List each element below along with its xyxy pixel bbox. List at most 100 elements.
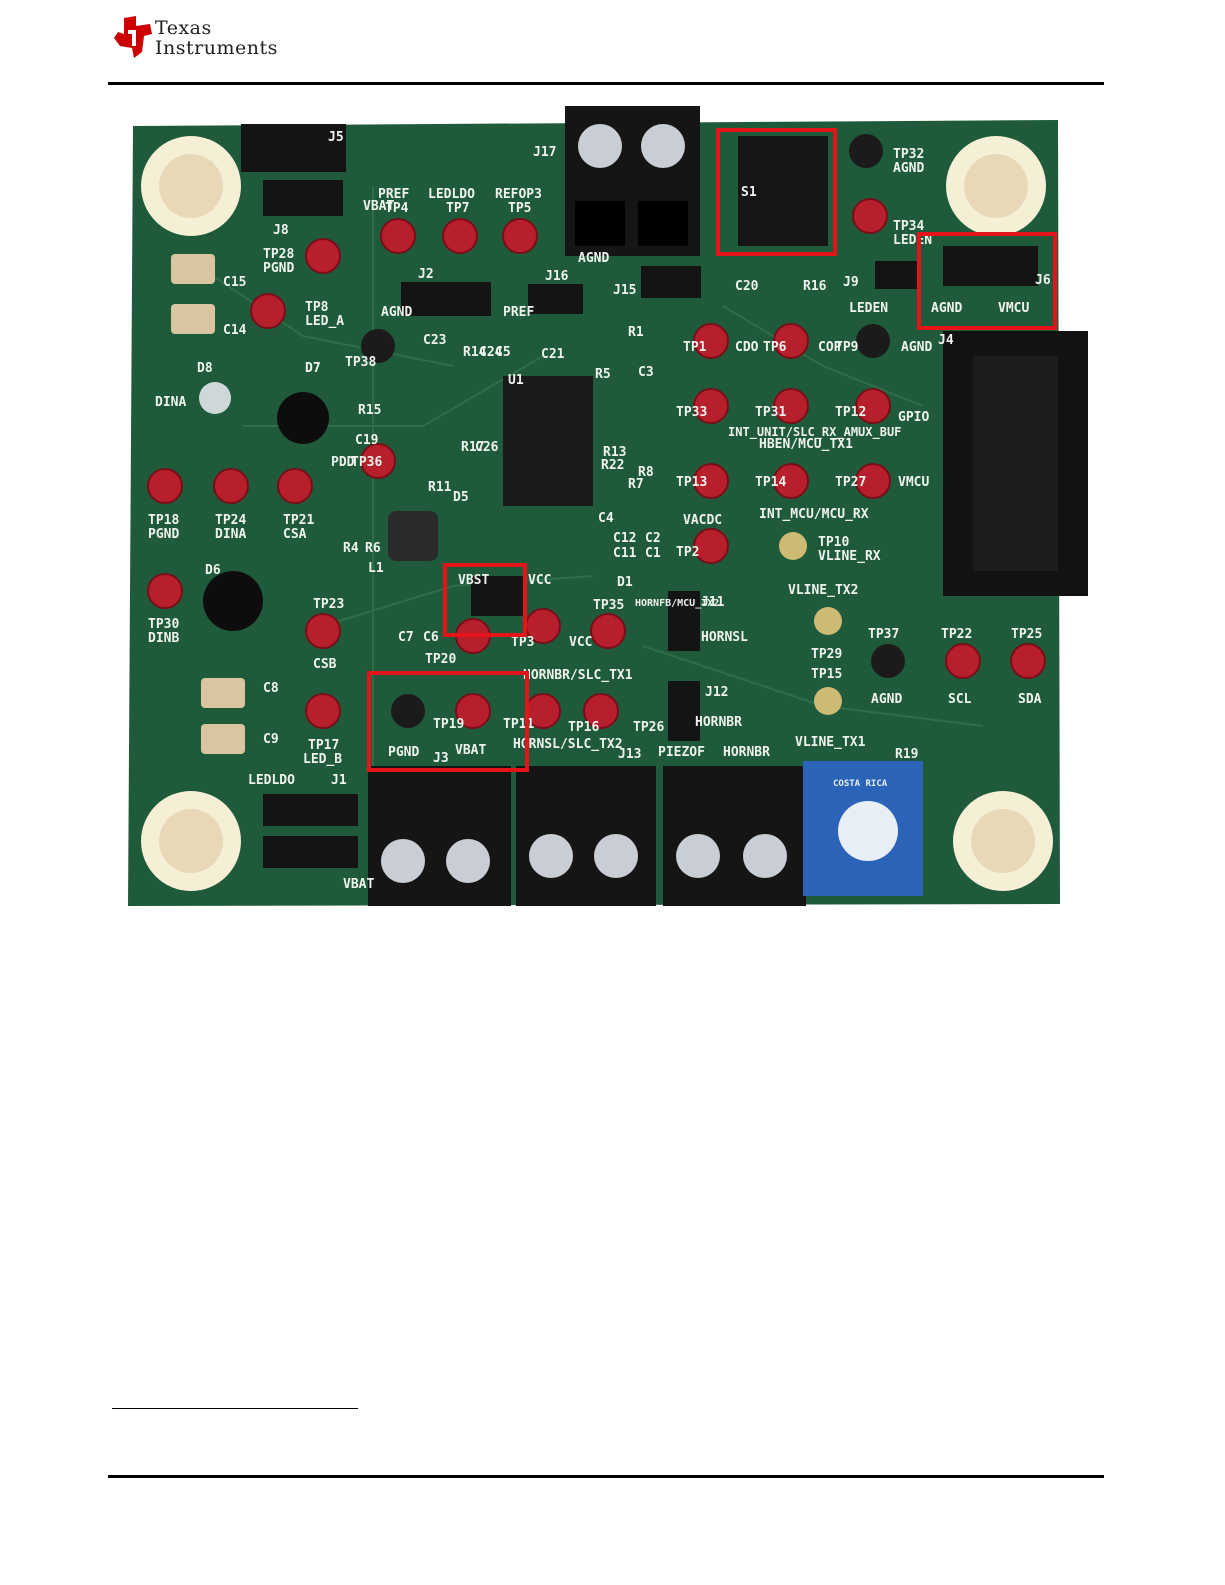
- silk-vcc-jumper: VCC: [528, 573, 551, 588]
- silk-piezof: PIEZOF: [658, 745, 705, 760]
- photodiode-d7: [277, 392, 329, 444]
- silk-tp19: TP19: [433, 717, 464, 732]
- silk-tp20: TP20: [425, 652, 456, 667]
- silk-tp34: TP34: [893, 219, 924, 234]
- silk-vbat-bottom: VBAT: [343, 877, 374, 892]
- silk-tp27: TP27: [835, 475, 866, 490]
- silk-vline-rx: VLINE_RX: [818, 549, 881, 564]
- silk-tp28: TP28: [263, 247, 294, 262]
- silk-c8: C8: [263, 681, 279, 696]
- silk-tp7: TP7: [446, 201, 469, 216]
- silk-costa-rica: COSTA RICA: [833, 779, 888, 789]
- silk-hornsl-j11: HORNSL: [701, 630, 748, 645]
- silk-tp12: TP12: [835, 405, 866, 420]
- silk-vmcu-j6: VMCU: [998, 301, 1029, 316]
- silk-r4: R4: [343, 541, 359, 556]
- silk-tp29: TP29: [811, 647, 842, 662]
- silk-cdo: CDO: [735, 340, 759, 355]
- silk-scl: SCL: [948, 692, 972, 707]
- silk-tp33: TP33: [676, 405, 707, 420]
- silk-tp31: TP31: [755, 405, 786, 420]
- silk-ledldo: LEDLDO: [428, 187, 475, 202]
- silk-leden-j9: LEDEN: [849, 301, 888, 316]
- silk-vacdc: VACDC: [683, 513, 722, 528]
- silk-tp35: TP35: [593, 598, 624, 613]
- silk-pref-j2: PREF: [503, 305, 534, 320]
- silk-tp22: TP22: [941, 627, 972, 642]
- silk-int-unit-slc-rx: INT_UNIT/SLC_RX_AMUX_BUF: [728, 425, 901, 440]
- silk-c4: C4: [598, 511, 614, 526]
- terminal-block-j13: [516, 766, 656, 906]
- silk-sda: SDA: [1018, 692, 1042, 707]
- silk-led-b: LED_B: [303, 752, 342, 767]
- silk-vline-tx2: VLINE_TX2: [788, 583, 858, 598]
- silk-hornbr-bottom: HORNBR: [723, 745, 770, 760]
- silk-vbat-j3: VBAT: [455, 743, 486, 758]
- brand-line-2: Instruments: [155, 38, 278, 58]
- silk-hben-mcu-tx1: HBEN/MCU_TX1: [759, 437, 853, 452]
- footnote-rule: [112, 1408, 358, 1409]
- silk-c6: C6: [423, 630, 439, 645]
- silk-pdd: PDD: [331, 455, 355, 470]
- silk-tp9: TP9: [835, 340, 858, 355]
- silk-d1: D1: [617, 575, 633, 590]
- silk-agnd-tp9: AGND: [901, 340, 932, 355]
- silk-vmcu-tp27: VMCU: [898, 475, 929, 490]
- silk-r1: R1: [628, 325, 644, 340]
- silk-c21: C21: [541, 347, 565, 362]
- silk-d8: D8: [197, 361, 213, 376]
- silk-r22: R22: [601, 458, 624, 473]
- ic-u1: [503, 376, 593, 506]
- silk-u1: U1: [508, 373, 524, 388]
- silk-vcc: VCC: [569, 635, 592, 650]
- silk-r5: R5: [595, 367, 611, 382]
- silk-c20: C20: [735, 279, 759, 294]
- silk-c26: C26: [475, 440, 499, 455]
- silk-j12: J12: [705, 685, 728, 700]
- silk-dina-d8: DINA: [155, 395, 186, 410]
- silk-agnd-tp32: AGND: [893, 161, 924, 176]
- silk-agnd-j6: AGND: [931, 301, 962, 316]
- silk-c5: C5: [495, 345, 511, 360]
- silk-tp25: TP25: [1011, 627, 1042, 642]
- silk-hornbr-slc-tx1: HORNBR/SLC_TX1: [523, 668, 633, 683]
- silk-r6: R6: [365, 541, 381, 556]
- brand-line-1: Texas: [155, 18, 278, 38]
- silk-tp6: TP6: [763, 340, 787, 355]
- silk-tp5: TP5: [508, 201, 531, 216]
- silk-c14: C14: [223, 323, 247, 338]
- silk-s1: S1: [741, 185, 757, 200]
- silk-pgnd-tp28: PGND: [263, 261, 294, 276]
- silk-c11: C11: [613, 546, 637, 561]
- inductor-l1: [388, 511, 438, 561]
- silk-refop3: REFOP3: [495, 187, 542, 202]
- silk-j17: J17: [533, 145, 556, 160]
- silk-c2: C2: [645, 531, 661, 546]
- silk-vline-tx1: VLINE_TX1: [795, 735, 866, 750]
- silk-c19: C19: [355, 433, 378, 448]
- silk-tp21: TP21: [283, 513, 314, 528]
- silk-j1: J1: [331, 773, 347, 788]
- silk-c9: C9: [263, 732, 279, 747]
- silk-d6: D6: [205, 563, 221, 578]
- silk-r16: R16: [803, 279, 827, 294]
- header-connector-j4: [943, 331, 1088, 596]
- silk-c15: C15: [223, 275, 246, 290]
- silk-j3: J3: [433, 751, 449, 766]
- terminal-block-j3: [368, 766, 511, 906]
- silk-j9: J9: [843, 275, 859, 290]
- silk-agnd-top: AGND: [578, 251, 609, 266]
- silk-tp32: TP32: [893, 147, 924, 162]
- silk-r7: R7: [628, 477, 644, 492]
- silk-ledldo-j1: LEDLDO: [248, 773, 295, 788]
- silk-dina: DINA: [215, 527, 246, 542]
- silk-j2: J2: [418, 267, 434, 282]
- silk-hornbr-j12: HORNBR: [695, 715, 742, 730]
- silk-d7: D7: [305, 361, 321, 376]
- silk-j6: J6: [1035, 273, 1051, 288]
- silk-hornsl-slc-tx2: HORNSL/SLC_TX2: [513, 737, 623, 752]
- silk-vbst: VBST: [458, 573, 489, 588]
- silk-tp3: TP3: [511, 635, 534, 650]
- silk-c12: C12: [613, 531, 636, 546]
- silk-tp23: TP23: [313, 597, 344, 612]
